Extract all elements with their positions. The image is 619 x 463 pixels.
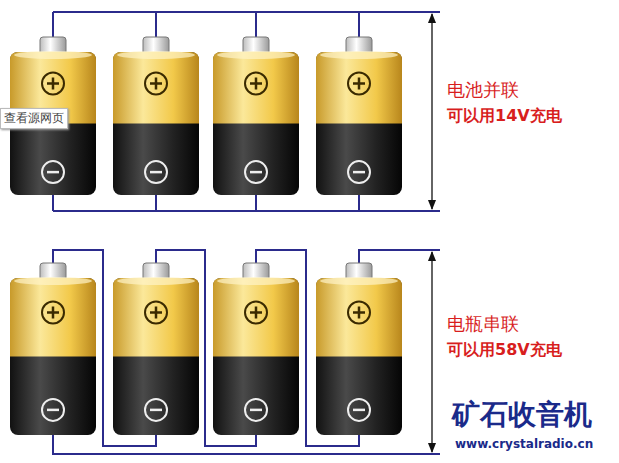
wire <box>255 195 257 211</box>
browser-button: 查看源网页 <box>0 108 68 129</box>
battery-cell <box>213 37 299 195</box>
wire <box>52 12 54 38</box>
watermark: www.crystalradio.cn <box>455 437 593 451</box>
caption-text: 电池并联 <box>447 78 519 102</box>
voltage-arrow <box>431 14 432 209</box>
wire <box>255 12 257 38</box>
caption-text: 电瓶串联 <box>447 312 519 336</box>
wire <box>358 195 360 211</box>
watermark: 矿石收音机 <box>452 396 592 434</box>
wire <box>52 195 54 211</box>
wire <box>155 12 157 38</box>
caption-text: 可以用58V充电 <box>447 340 562 361</box>
battery-cell <box>316 263 402 435</box>
battery-cell <box>316 37 402 195</box>
wire <box>358 12 360 38</box>
wire <box>53 435 440 454</box>
caption-text: 可以用14V充电 <box>447 106 562 127</box>
wire <box>155 195 157 211</box>
battery-cell <box>213 263 299 435</box>
wire <box>53 210 440 212</box>
wire <box>53 11 440 13</box>
wire <box>359 250 440 263</box>
voltage-arrow <box>431 252 432 452</box>
battery-cell <box>113 37 199 195</box>
battery-cell <box>10 263 96 435</box>
battery-cell <box>113 263 199 435</box>
